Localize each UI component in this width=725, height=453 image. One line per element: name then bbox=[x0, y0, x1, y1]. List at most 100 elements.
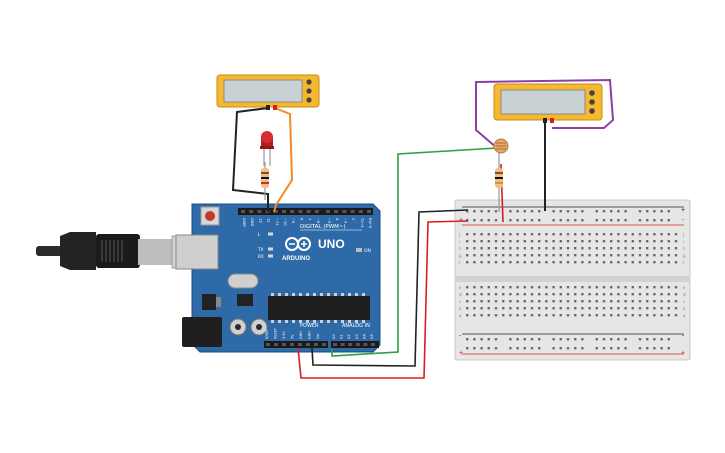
header-hole[interactable] bbox=[358, 210, 363, 213]
row-letter: h bbox=[683, 246, 686, 251]
wire-black-meter1[interactable] bbox=[231, 107, 269, 212]
header-hole[interactable] bbox=[348, 343, 353, 346]
header-hole[interactable] bbox=[241, 210, 245, 213]
multimeter-2-display bbox=[500, 89, 586, 115]
digital-pin-label: ~5 bbox=[327, 218, 331, 223]
multimeter-1-display bbox=[223, 79, 303, 103]
wire-black-gnd[interactable] bbox=[311, 209, 469, 367]
header-hole[interactable] bbox=[340, 343, 345, 346]
header-hole[interactable] bbox=[371, 343, 375, 346]
wire-red-5v[interactable] bbox=[297, 220, 469, 379]
header-hole[interactable] bbox=[314, 210, 319, 213]
row-letter: f bbox=[683, 260, 685, 265]
row-letter: j bbox=[682, 232, 684, 237]
power-label: POWER bbox=[300, 323, 319, 329]
header-hole[interactable] bbox=[306, 343, 310, 346]
rail-plus-top-right: + bbox=[681, 207, 685, 214]
analog-pin-label: A3 bbox=[355, 334, 359, 339]
rail-minus-top-right: - bbox=[682, 217, 685, 224]
digital-pin-label: ~6 bbox=[316, 218, 320, 224]
resistor-2[interactable] bbox=[495, 162, 503, 212]
row-letter: i bbox=[683, 239, 684, 244]
header-hole[interactable] bbox=[334, 210, 339, 213]
header-hole[interactable] bbox=[282, 343, 286, 346]
digital-pin-label: ~3 bbox=[343, 218, 347, 223]
arduino-logo bbox=[285, 237, 311, 251]
rail-plus-bottom-right: + bbox=[681, 350, 685, 357]
voltage-regulator bbox=[202, 294, 216, 310]
rail-minus-bottom-right: - bbox=[682, 333, 685, 340]
wire-purple-meter2[interactable] bbox=[475, 78, 615, 149]
analog-pin-label: A4 bbox=[362, 334, 366, 339]
header-hole[interactable] bbox=[342, 210, 347, 213]
digital-pin-label: AREF bbox=[242, 218, 246, 227]
header-hole[interactable] bbox=[282, 210, 286, 213]
analog-pin-label: A0 bbox=[332, 334, 336, 339]
digital-pin-label: 12 bbox=[267, 218, 271, 223]
row-letter: e bbox=[459, 285, 462, 290]
row-letter: f bbox=[459, 260, 461, 265]
digital-pin-label: GND bbox=[250, 218, 254, 226]
row-letter: c bbox=[683, 299, 686, 304]
row-letter: h bbox=[459, 246, 462, 251]
brand-text: ARDUINO bbox=[282, 256, 310, 262]
analog-pin-label: A2 bbox=[347, 334, 351, 339]
header-hole[interactable] bbox=[249, 210, 254, 213]
analog-header[interactable] bbox=[331, 341, 379, 348]
led-label: TX bbox=[257, 247, 264, 252]
row-letter: i bbox=[459, 239, 460, 244]
row-letter: b bbox=[683, 306, 686, 311]
status-led bbox=[268, 247, 273, 251]
wire-orange-meter1[interactable] bbox=[273, 107, 294, 213]
header-hole[interactable] bbox=[266, 343, 270, 346]
digital-header[interactable] bbox=[238, 208, 373, 215]
header-hole[interactable] bbox=[367, 210, 371, 213]
header-hole[interactable] bbox=[326, 210, 330, 213]
header-hole[interactable] bbox=[333, 343, 337, 346]
digital-pin-label: 8 bbox=[299, 218, 303, 221]
power-pin-label: GND bbox=[299, 331, 303, 339]
header-hole[interactable] bbox=[306, 210, 311, 213]
header-hole[interactable] bbox=[298, 210, 303, 213]
row-letter: g bbox=[459, 253, 462, 258]
led-label: RX bbox=[258, 254, 264, 259]
analog-pin-label: A1 bbox=[340, 334, 344, 339]
header-hole[interactable] bbox=[257, 210, 262, 213]
power-pin-label: Vin bbox=[316, 334, 320, 339]
digital-pin-label: 2 bbox=[352, 218, 356, 220]
power-pin-label: 3.3V bbox=[282, 331, 286, 339]
header-hole[interactable] bbox=[290, 343, 294, 346]
row-letter: a bbox=[683, 313, 686, 318]
power-pin-label: GND bbox=[308, 331, 312, 339]
power-header[interactable] bbox=[264, 341, 328, 348]
wire-green-ldr[interactable] bbox=[331, 147, 498, 357]
multimeter-2[interactable] bbox=[493, 83, 603, 123]
header-hole[interactable] bbox=[363, 343, 368, 346]
row-letter: e bbox=[683, 285, 686, 290]
header-hole[interactable] bbox=[314, 343, 318, 346]
red-led[interactable] bbox=[260, 131, 274, 166]
on-label: ON bbox=[364, 248, 371, 254]
rail-plus-bottom: + bbox=[459, 350, 463, 357]
digital-label: DIGITAL (PWM~) bbox=[300, 224, 346, 230]
multimeter-1[interactable] bbox=[216, 74, 320, 110]
row-letter: d bbox=[683, 292, 686, 297]
header-hole[interactable] bbox=[273, 210, 278, 213]
photoresistor[interactable] bbox=[493, 138, 509, 164]
digital-pin-label: TX→1 bbox=[360, 217, 364, 228]
led-label: L bbox=[258, 232, 261, 237]
row-letter: d bbox=[459, 292, 462, 297]
header-hole[interactable] bbox=[350, 210, 355, 213]
row-letter: b bbox=[459, 306, 462, 311]
header-hole[interactable] bbox=[322, 343, 326, 346]
header-hole[interactable] bbox=[290, 210, 295, 213]
microcontroller-chip bbox=[268, 296, 370, 320]
resistor-1[interactable] bbox=[261, 162, 269, 200]
header-hole[interactable] bbox=[298, 343, 302, 346]
power-jack bbox=[182, 317, 222, 347]
model-text: UNO bbox=[318, 237, 345, 251]
header-hole[interactable] bbox=[355, 343, 360, 346]
header-hole[interactable] bbox=[274, 343, 278, 346]
